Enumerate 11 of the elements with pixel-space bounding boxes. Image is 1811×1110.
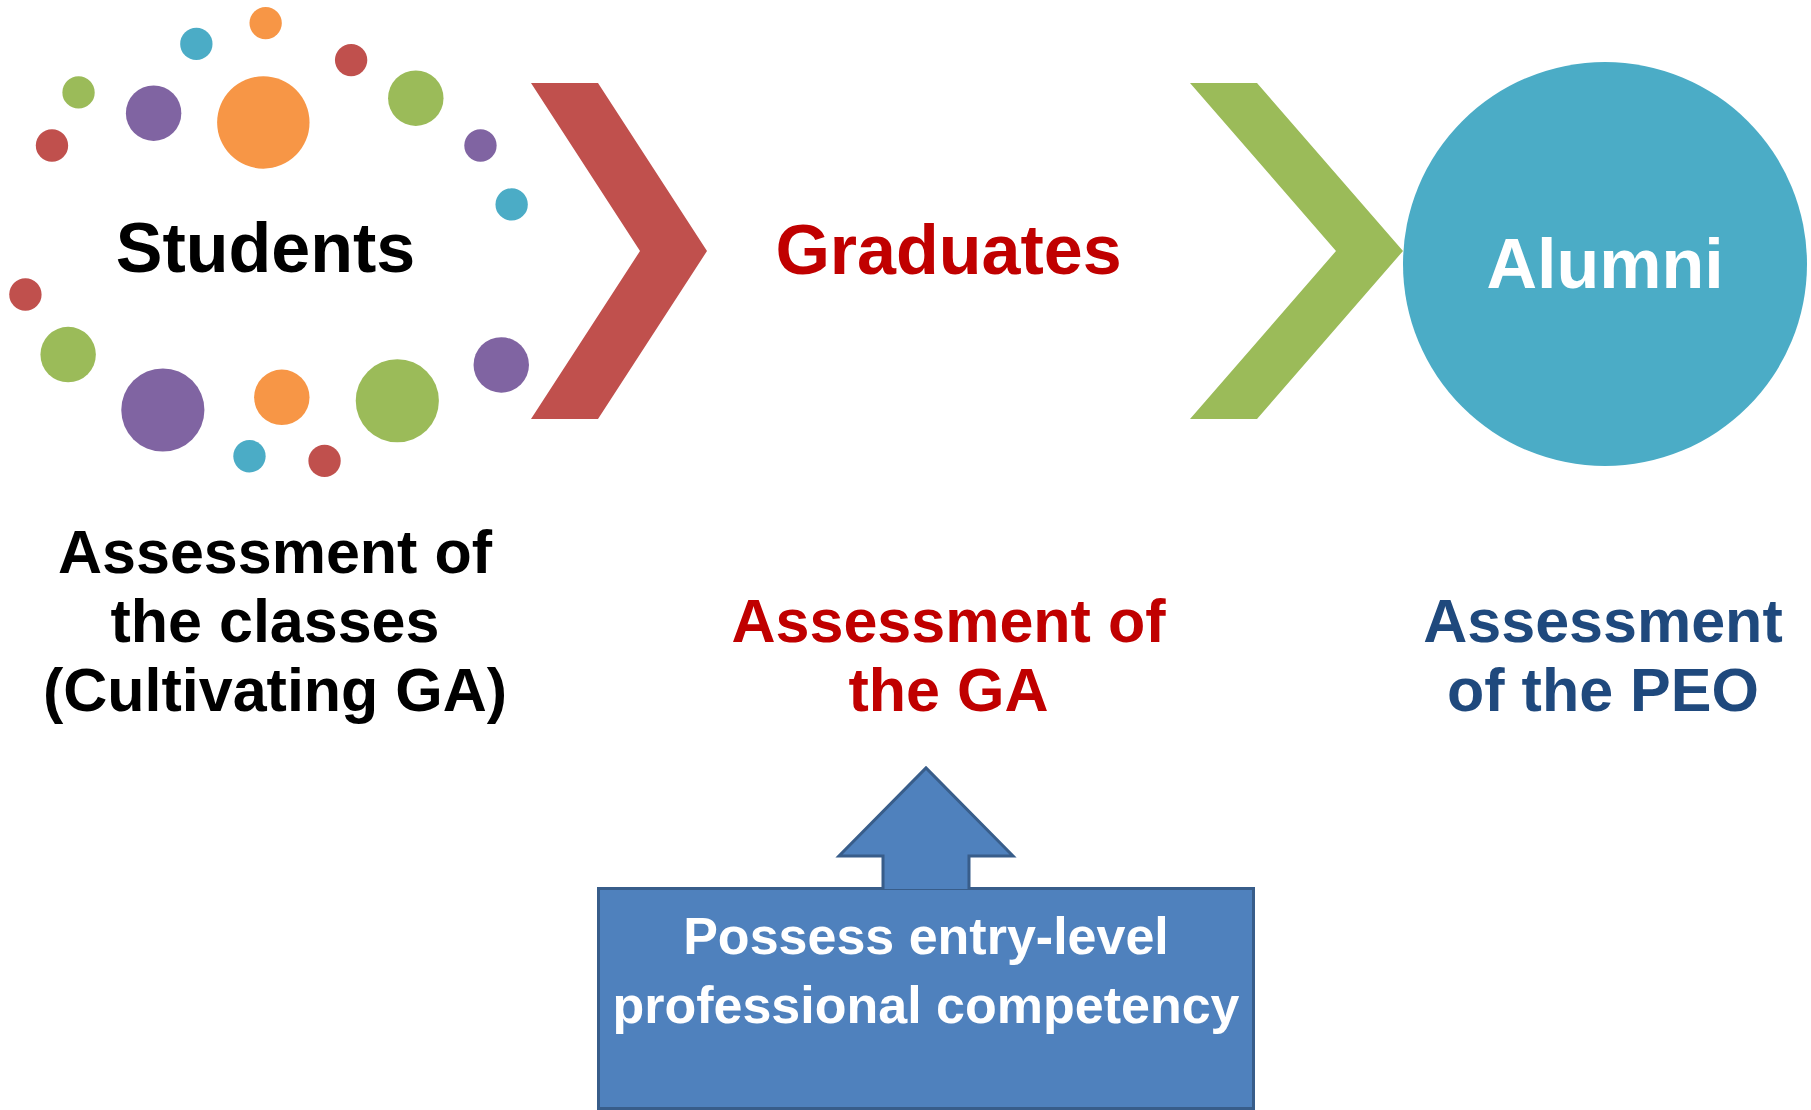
stage-name: Graduates [774, 210, 1123, 291]
callout-box [597, 887, 1255, 1110]
stage-name: Students [114, 208, 417, 289]
block-arrow [835, 765, 1017, 891]
assessment-text: Assessment of the PEO [1422, 587, 1784, 725]
stage-name: Alumni [1485, 224, 1725, 305]
assessment-text: Assessment of the GA [730, 587, 1167, 725]
callout-text: Possess entry-level professional competency [611, 906, 1241, 1036]
assessment-text: Assessment of the classes (Cultivating GA) [41, 518, 509, 725]
chevron-arrow [1190, 83, 1403, 419]
chevron-arrow [531, 83, 707, 419]
